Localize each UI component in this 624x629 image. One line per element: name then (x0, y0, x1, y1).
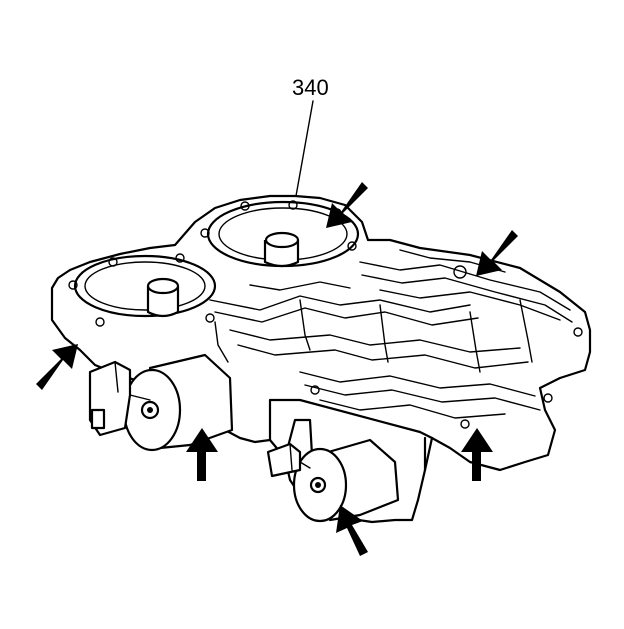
arrow-upper-right-gasket (326, 182, 368, 228)
arrow-front-solenoid-2 (336, 505, 368, 556)
right-piston (263, 231, 300, 268)
left-piston (146, 277, 180, 318)
callout-label: 340 (292, 75, 329, 100)
callout-leader-line (295, 100, 314, 197)
arrow-right-bore (461, 428, 493, 481)
arrow-right-top-body (476, 230, 518, 276)
fluid-channels (209, 249, 573, 419)
bolt-holes (68, 200, 583, 429)
arrow-left-side (36, 344, 78, 390)
arrow-front-solenoid-1 (186, 428, 218, 481)
front-right-solenoid (266, 438, 400, 523)
front-left-solenoid (88, 353, 234, 452)
valve-body (50, 194, 592, 524)
